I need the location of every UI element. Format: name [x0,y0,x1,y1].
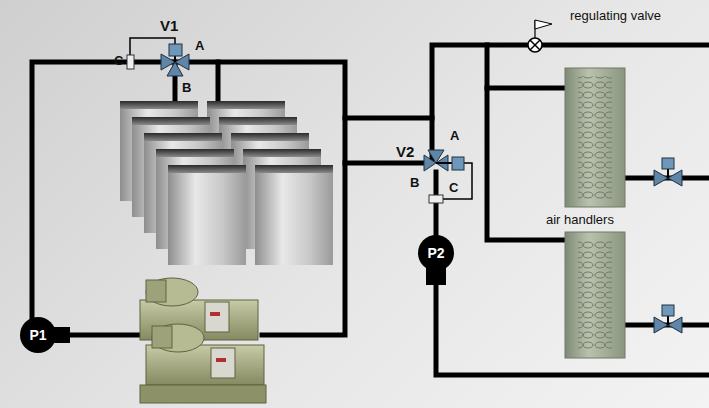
valve-name: V2 [396,143,414,160]
part-name: regulating valve [570,8,661,23]
port-letter: A [195,38,204,53]
port-letter: C [114,53,123,68]
port-letter: B [410,175,419,190]
part-name: air handlers [546,212,614,227]
port-letter: B [182,80,191,95]
valve-name: V1 [160,17,178,34]
port-letter: A [450,128,459,143]
pump-circle: P1 [20,317,56,353]
pump-label: P1 [29,327,46,343]
pump-circle: P2 [418,235,454,271]
port-letter: C [449,180,458,195]
pump-label: P2 [427,245,444,261]
